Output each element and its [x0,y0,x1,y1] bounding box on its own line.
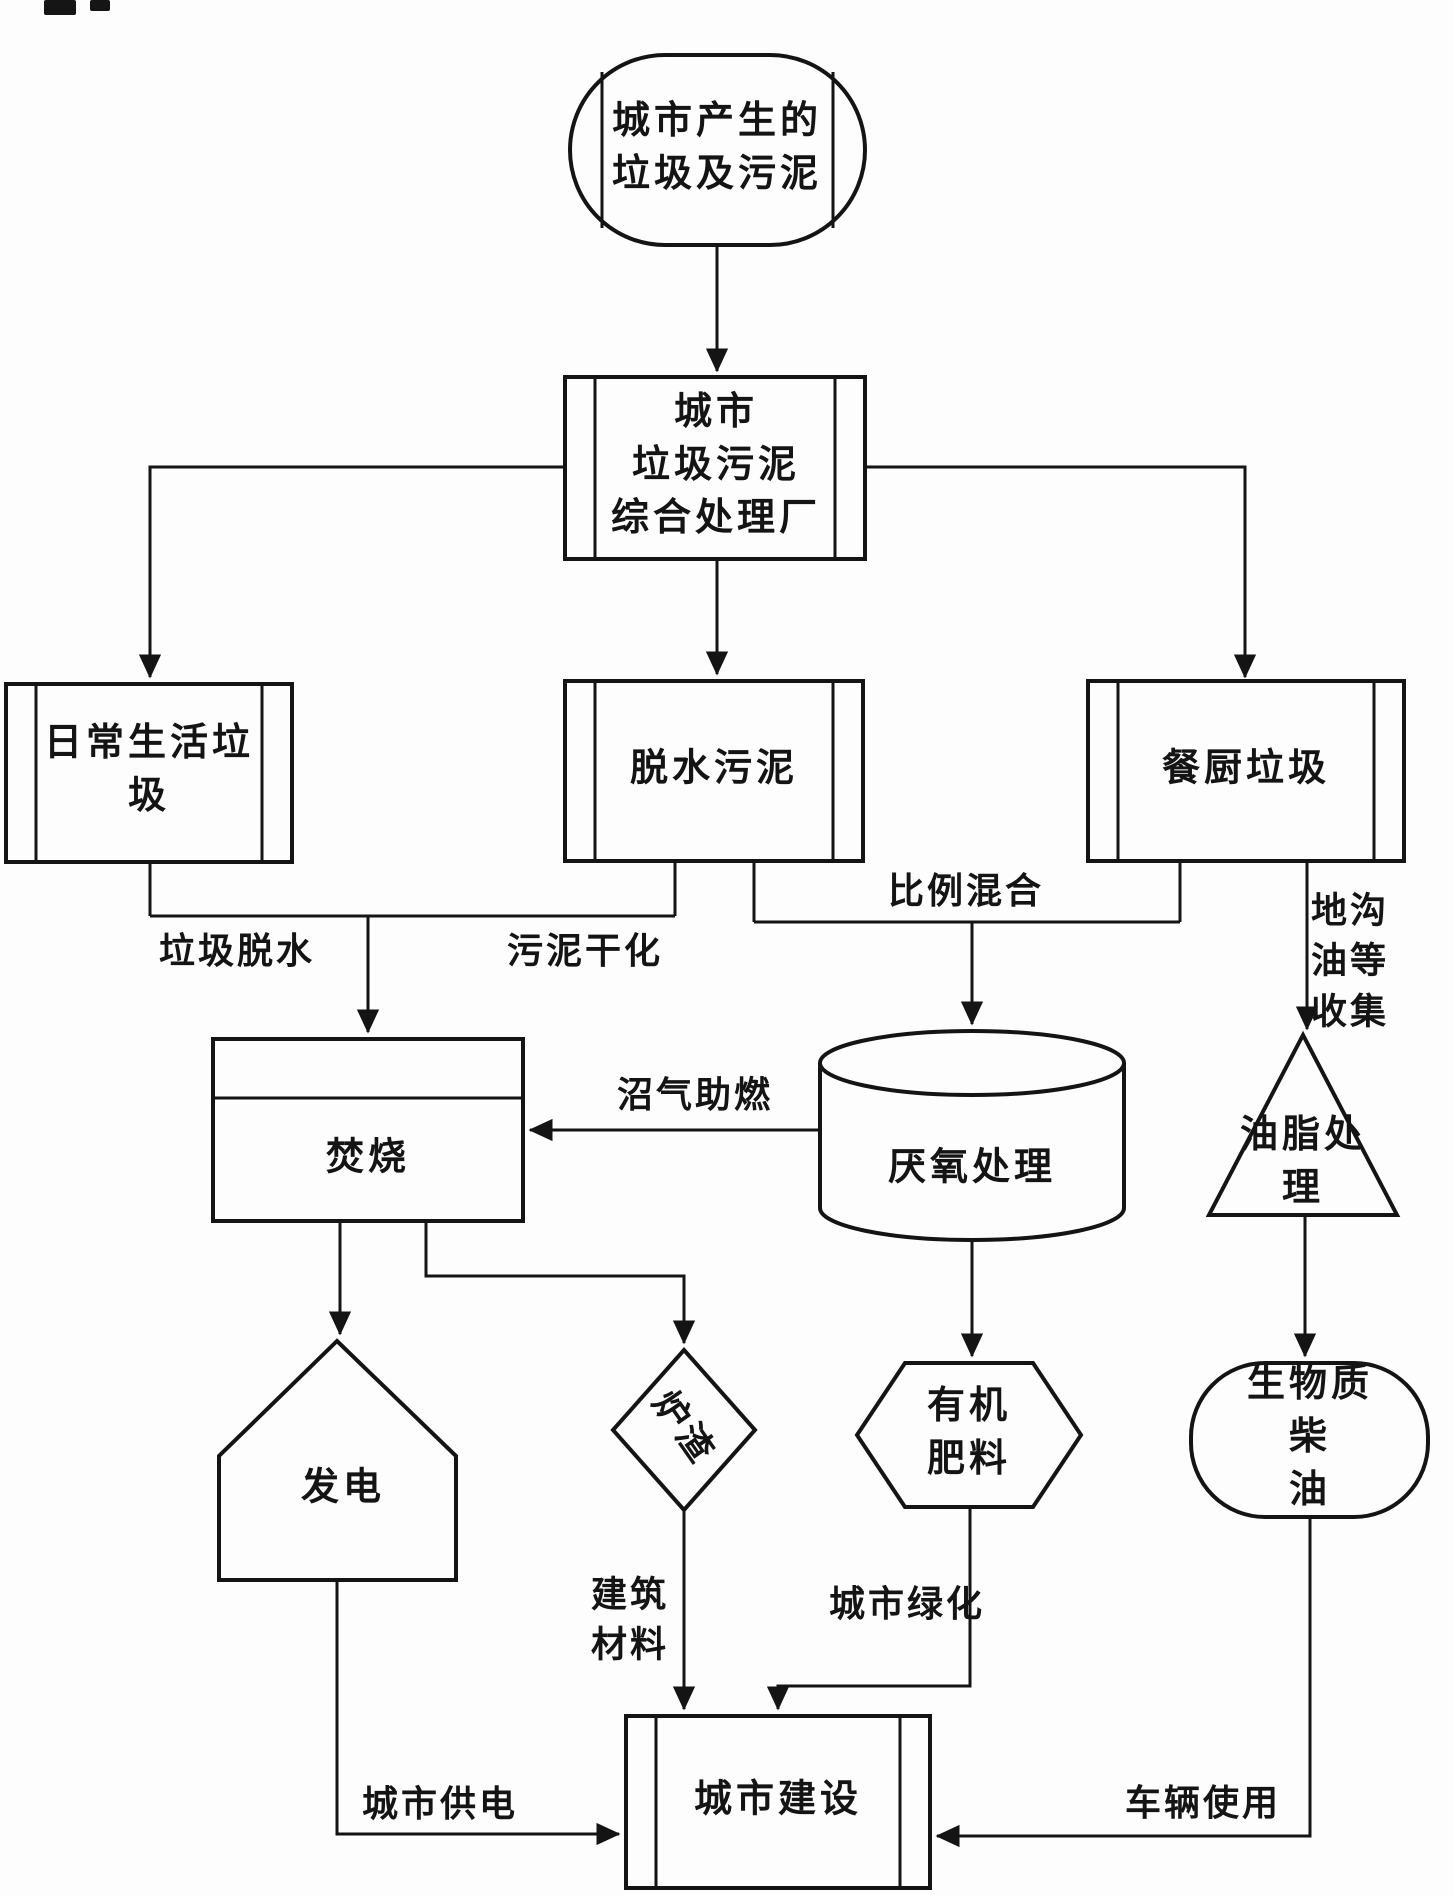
kitchen-waste-node-shape [1086,679,1406,863]
scan-artifact [44,0,76,15]
plant-node-label: 城市 垃圾污泥 综合处理厂 [610,391,822,540]
edge-biodiesel-to-city [935,1517,1312,1848]
edge-label-garbage-dewatering: 垃圾脱水 [158,929,316,971]
edge-label-gutter-oil-collection: 地沟油等 收集 [1310,889,1389,1032]
dewatered-sludge-node-label: 脱水污泥 [629,747,799,790]
incineration-node-shape [211,1037,525,1223]
city-node-shape [624,1714,932,1890]
edge-label-biogas-support: 沼气助燃 [616,1073,774,1115]
edge-incineration-to-slag [424,1221,696,1345]
daily-waste-node-shape [4,682,294,864]
power-node-label: 发电 [300,1466,386,1509]
edge-fertilizer-to-city [766,1507,972,1711]
biodiesel-node-label: 生物质柴 油 [1246,1363,1373,1512]
edge-label-proportional-mixing: 比例混合 [887,869,1045,911]
edge-label-city-power-supply: 城市供电 [361,1782,519,1824]
daily-waste-node-label: 日常生活垃 圾 [43,721,255,817]
edge-power-to-city [335,1580,621,1846]
plant-node-shape [563,375,867,561]
fertilizer-node-label: 有机 肥料 [926,1384,1012,1480]
edge-plant-to-daily-waste [138,465,565,679]
anaerobic-node-label: 厌氧处理 [887,1146,1057,1189]
anaerobic-cylinder-body [818,1063,1126,1242]
fertilizer-node-shape [854,1361,1084,1509]
grease-node-label: 油脂处理 [1239,1113,1366,1209]
edge-plant-to-kitchen-waste [865,465,1257,679]
incineration-node-label: 焚烧 [325,1136,411,1179]
grease-node-shape [1205,1030,1401,1217]
kitchen-waste-node-label: 餐厨垃圾 [1161,747,1331,790]
edge-label-vehicle-use: 车辆使用 [1124,1781,1282,1823]
anaerobic-cylinder-top [818,1029,1126,1097]
dewatered-sludge-node-shape [563,679,865,863]
city-node-label: 城市建设 [693,1778,863,1821]
edge-label-building-materials: 建筑 材料 [590,1573,670,1665]
edge-label-sludge-drying: 污泥干化 [506,929,664,971]
scan-artifact [90,0,110,11]
source-node-label: 城市产生的 垃圾及污泥 [611,99,823,195]
edge-label-urban-greening: 城市绿化 [828,1582,986,1624]
